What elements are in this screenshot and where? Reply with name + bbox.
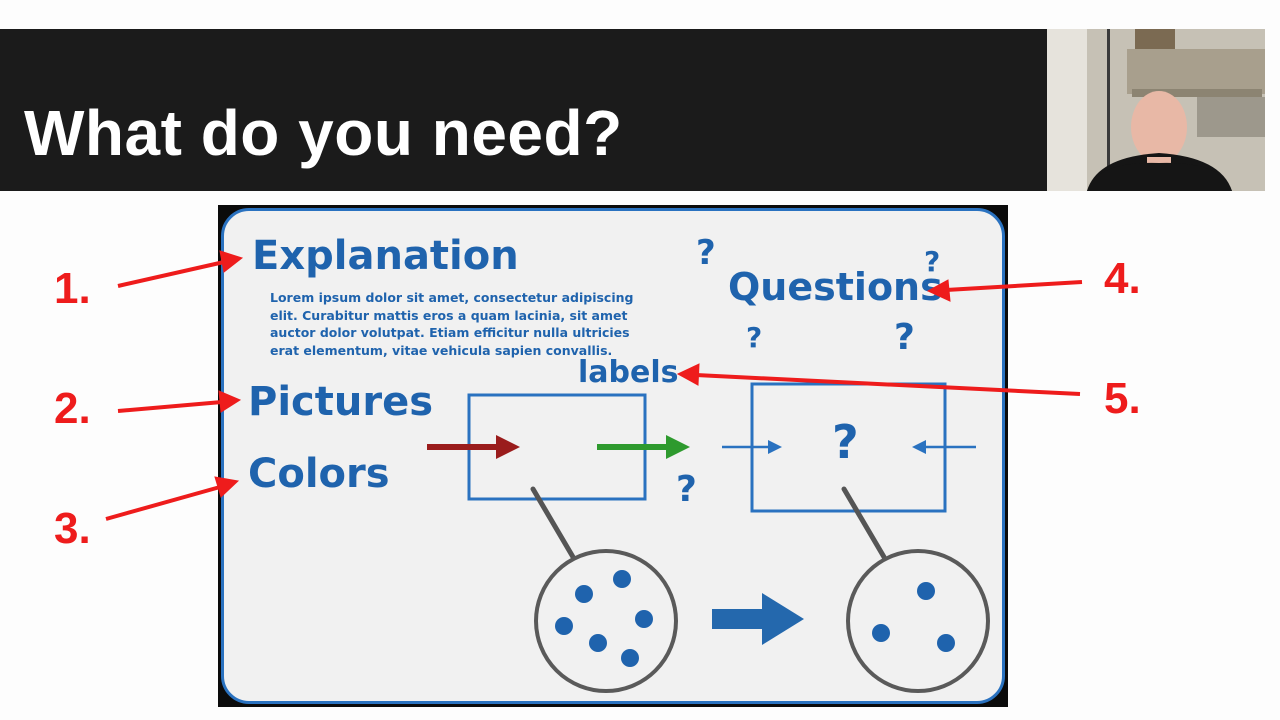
question-mark: ? xyxy=(924,245,941,278)
zoom-circle-left xyxy=(534,549,678,693)
particles-right xyxy=(872,582,955,652)
slide-title: What do you need? xyxy=(24,97,623,169)
explanation-heading: Explanation xyxy=(252,233,519,279)
process-arrow xyxy=(712,593,804,645)
presenter-video-frame xyxy=(1047,29,1265,191)
annotation-number-3: 3. xyxy=(54,504,91,553)
colors-label: Colors xyxy=(248,451,390,497)
question-mark: ? xyxy=(746,321,763,354)
particles-left xyxy=(555,570,653,667)
annotation-number-1: 1. xyxy=(54,264,91,313)
question-mark: ? xyxy=(894,317,915,358)
annotation-number-5: 5. xyxy=(1104,374,1141,423)
title-bar xyxy=(0,29,1047,191)
annotation-number-4: 4. xyxy=(1104,254,1141,303)
webcam-video xyxy=(1047,29,1265,191)
question-mark: ? xyxy=(696,233,716,273)
question-mark: ? xyxy=(832,415,859,469)
zoom-connector-right xyxy=(841,486,887,560)
incoming-arrow-left xyxy=(722,440,782,454)
labels-label: labels xyxy=(578,355,679,390)
slide-diagram-card: Explanation Lorem ipsum dolor sit amet, … xyxy=(221,208,1005,704)
zoom-connector-left xyxy=(530,486,576,560)
pictures-label: Pictures xyxy=(248,379,433,425)
incoming-arrow-right xyxy=(912,440,976,454)
output-arrow xyxy=(597,435,690,459)
zoom-circle-right xyxy=(846,549,990,693)
input-arrow xyxy=(427,435,520,459)
explanation-text: Lorem ipsum dolor sit amet, consectetur … xyxy=(270,290,634,358)
diagram-graphics xyxy=(427,382,990,693)
annotation-number-2: 2. xyxy=(54,384,91,433)
question-mark: ? xyxy=(676,469,697,510)
questions-label: Questions xyxy=(728,265,943,309)
